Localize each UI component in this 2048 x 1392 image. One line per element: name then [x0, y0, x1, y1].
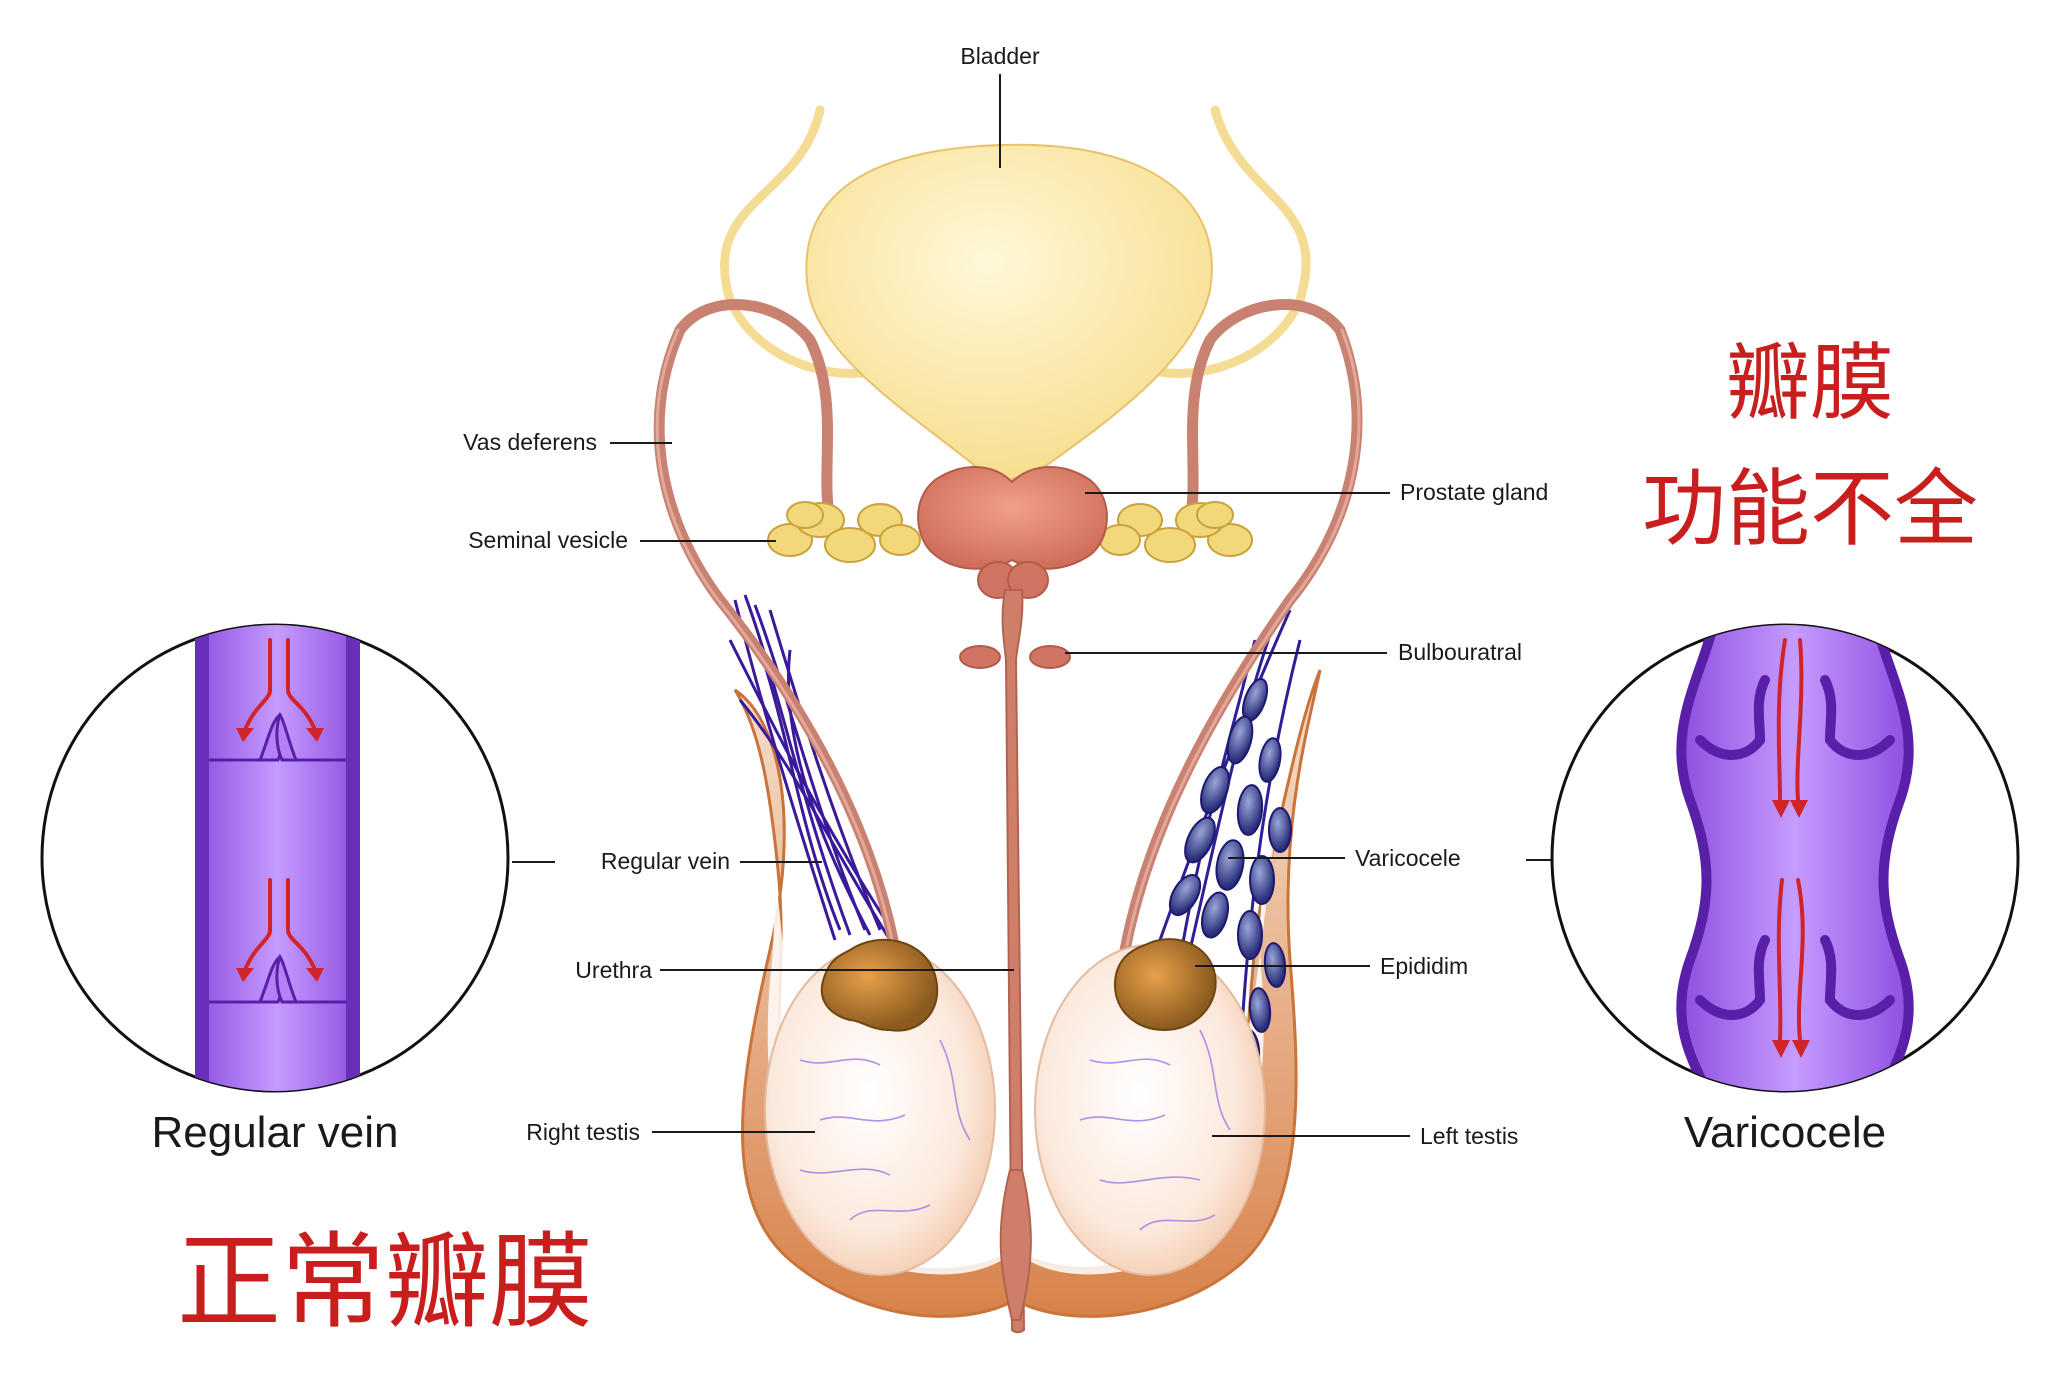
label-epididim: Epididim: [1380, 953, 1468, 979]
caption-varicocele: Varicocele: [1684, 1108, 1886, 1157]
label-right-testis: Right testis: [526, 1119, 640, 1145]
varicocele-inset: [1550, 623, 2020, 1093]
varicocele-plexus: [1158, 609, 1302, 1071]
regular-vein-plexus: [728, 594, 897, 941]
regular-vein-inset: [40, 623, 510, 1093]
label-regular-vein: Regular vein: [601, 848, 730, 874]
bulbourethral-glands: [959, 645, 1071, 669]
label-bulbouratral: Bulbouratral: [1398, 639, 1522, 665]
zh-valve-label-line1: 瓣膜: [1726, 334, 1894, 432]
testis-vessels: [799, 1029, 1231, 1231]
label-prostate-gland: Prostate gland: [1400, 479, 1548, 505]
seminal-vesicle-right: [1099, 501, 1253, 563]
zh-valve-label-line2: 功能不全: [1642, 460, 1978, 558]
bladder: [805, 143, 1213, 482]
urethra: [1001, 589, 1026, 1334]
left-epididymis: [1113, 938, 1217, 1032]
label-left-testis: Left testis: [1420, 1123, 1518, 1149]
caption-regular-vein: Regular vein: [151, 1108, 398, 1157]
label-bladder: Bladder: [960, 43, 1040, 69]
label-seminal-vesicle: Seminal vesicle: [468, 527, 628, 553]
label-urethra: Urethra: [575, 957, 652, 983]
label-vas-deferens: Vas deferens: [463, 429, 597, 455]
zh-normal-valve-label: 正常瓣膜: [177, 1221, 593, 1343]
prostate-gland: [917, 466, 1108, 570]
right-epididymis: [820, 938, 939, 1032]
leader-lines: [512, 74, 1552, 1137]
label-varicocele: Varicocele: [1355, 845, 1461, 871]
seminal-vesicle-left: [767, 501, 921, 563]
